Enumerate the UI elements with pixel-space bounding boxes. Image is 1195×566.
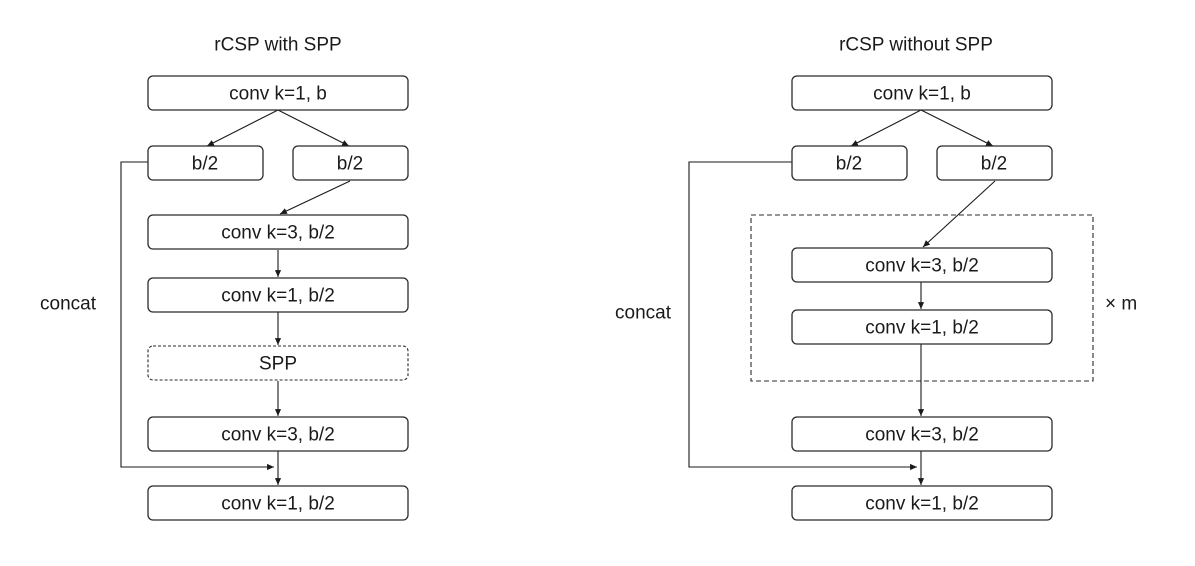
panel-title: rCSP without SPP xyxy=(839,35,993,56)
node-box xyxy=(147,416,409,452)
edges xyxy=(688,109,996,485)
node-label: b/2 xyxy=(192,154,218,175)
node-conv-k3-b: conv k=3, b/2 xyxy=(791,416,1053,452)
node-conv-k3: conv k=3, b/2 xyxy=(147,214,409,250)
node-label: b/2 xyxy=(836,154,862,175)
node-split-a: b/2 xyxy=(791,145,908,181)
node-conv-k3: conv k=3, b/2 xyxy=(791,247,1053,283)
node-label: conv k=3, b/2 xyxy=(221,223,335,244)
edge-concat-bypass xyxy=(120,161,274,471)
edge-to-conv3 xyxy=(922,180,996,248)
node-spp: SPP xyxy=(147,345,409,381)
node-box xyxy=(791,309,1053,345)
repeat-group xyxy=(750,214,1094,382)
panel-title: rCSP with SPP xyxy=(214,35,341,56)
node-conv-k3-b: conv k=3, b/2 xyxy=(147,416,409,452)
node-label: b/2 xyxy=(981,154,1007,175)
node-box xyxy=(791,145,908,181)
node-box xyxy=(791,247,1053,283)
node-conv-k1: conv k=1, b/2 xyxy=(147,277,409,313)
concat-label: concat xyxy=(615,303,672,324)
edge-split-left xyxy=(206,109,279,147)
node-label: b/2 xyxy=(337,154,363,175)
node-split-b: b/2 xyxy=(936,145,1053,181)
node-split-b: b/2 xyxy=(292,145,409,181)
node-output: conv k=1, b/2 xyxy=(791,485,1053,521)
node-box xyxy=(147,214,409,250)
edge-split-right xyxy=(277,109,350,147)
node-box xyxy=(791,416,1053,452)
node-output: conv k=1, b/2 xyxy=(147,485,409,521)
node-label: conv k=1, b/2 xyxy=(221,494,335,515)
node-split-a: b/2 xyxy=(147,145,264,181)
node-label: conv k=3, b/2 xyxy=(221,425,335,446)
node-box xyxy=(147,485,409,521)
node-label: conv k=3, b/2 xyxy=(865,256,979,277)
node-label: conv k=3, b/2 xyxy=(865,425,979,446)
node-label: SPP xyxy=(259,354,297,375)
edges xyxy=(120,109,351,485)
node-box xyxy=(147,277,409,313)
node-label: conv k=1, b xyxy=(873,84,971,105)
node-box xyxy=(147,345,409,381)
node-label: conv k=1, b/2 xyxy=(221,286,335,307)
node-label: conv k=1, b xyxy=(229,84,327,105)
node-conv-k1: conv k=1, b/2 xyxy=(791,309,1053,345)
node-conv-k1-b: conv k=1, b xyxy=(147,75,409,111)
node-box xyxy=(147,75,409,111)
repeat-label: × m xyxy=(1105,294,1137,315)
node-box xyxy=(936,145,1053,181)
node-box xyxy=(791,485,1053,521)
edge-concat-bypass xyxy=(688,161,917,471)
panel-rcsp-with-spp: rCSP with SPP conv k=1, b b/2 b/2 c xyxy=(40,35,409,521)
node-box xyxy=(292,145,409,181)
edge-split-left xyxy=(850,109,922,147)
concat-label: concat xyxy=(40,294,97,315)
node-conv-k1-b: conv k=1, b xyxy=(791,75,1053,111)
node-box xyxy=(147,145,264,181)
node-label: conv k=1, b/2 xyxy=(865,318,979,339)
node-box xyxy=(791,75,1053,111)
panel-rcsp-without-spp: rCSP without SPP × m conv k=1, b b/2 b/2 xyxy=(615,35,1137,521)
node-label: conv k=1, b/2 xyxy=(865,494,979,515)
edge-to-conv3 xyxy=(279,180,351,215)
edge-split-right xyxy=(920,109,994,147)
